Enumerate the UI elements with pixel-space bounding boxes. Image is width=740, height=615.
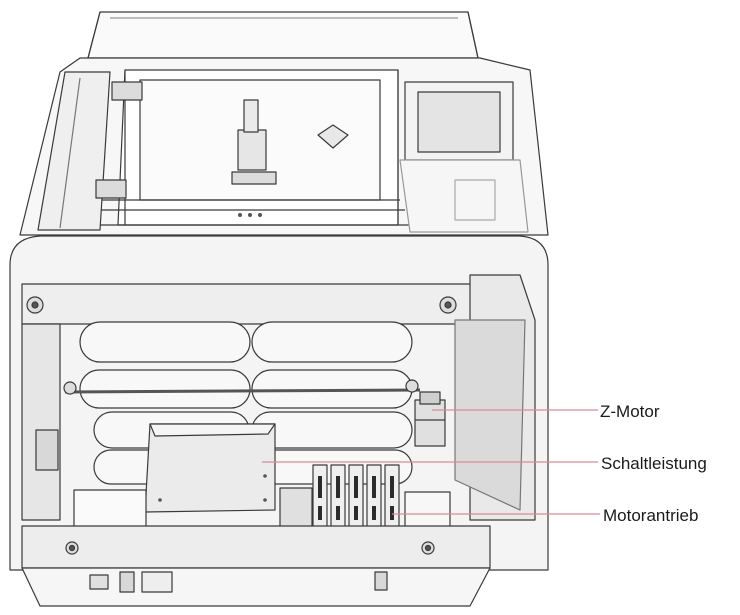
power-supply-component <box>144 423 276 513</box>
leader-lines <box>262 409 600 515</box>
label-z-motor: Z-Motor <box>600 402 660 421</box>
top-frame <box>19 57 549 236</box>
z-rod <box>63 379 421 395</box>
label-motorantrieb: Motorantrieb <box>603 506 699 525</box>
motor-driver-modules <box>312 464 451 529</box>
bottom-frame <box>21 525 491 607</box>
top-enclosure <box>87 11 479 59</box>
z-motor-component <box>414 391 446 447</box>
label-schaltleistung: Schaltleistung <box>601 454 707 473</box>
